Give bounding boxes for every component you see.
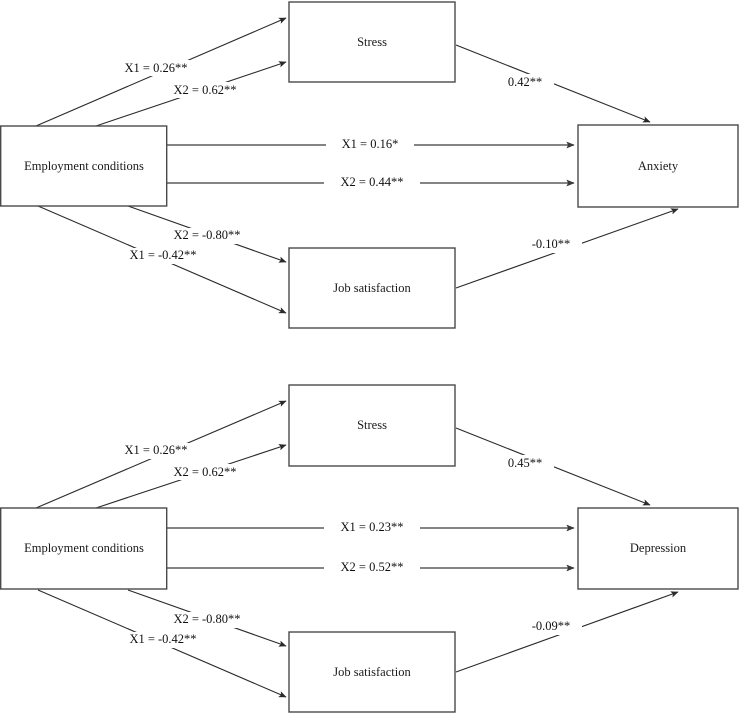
- plate-6: [153, 228, 261, 244]
- plate-1: [110, 60, 202, 76]
- edge-label-employment-to-anxiety-x1: X1 = 0.16*: [342, 137, 399, 151]
- edge-label-employment-to-depression-x2: X2 = 0.52**: [341, 560, 404, 574]
- box-depression: [577, 507, 739, 590]
- node-job-satisfaction-anxiety: Job satisfaction: [288, 247, 456, 329]
- box-stress: [288, 1, 456, 83]
- box-employment-conditions: [0, 125, 168, 207]
- plate-12: [324, 520, 420, 536]
- edge-labels-anxiety: X1 = 0.26** X2 = 0.62** 0.42** X1 = 0.16…: [110, 60, 582, 264]
- label-depression: Depression: [630, 541, 687, 555]
- label-job-satisfaction: Job satisfaction: [333, 281, 411, 295]
- edge-labels-depression: X1 = 0.26** X2 = 0.62** 0.45** X1 = 0.23…: [110, 443, 582, 648]
- node-job-satisfaction-depression: Job satisfaction: [288, 631, 456, 713]
- label-anxiety: Anxiety: [638, 159, 679, 173]
- edge-label-employment-to-stress-x1-2: X1 = 0.26**: [125, 443, 188, 457]
- plate-15: [110, 632, 216, 648]
- plate-4: [326, 137, 414, 153]
- edge-label-stress-to-anxiety: 0.42**: [508, 75, 542, 89]
- node-depression: Depression: [577, 507, 739, 590]
- edge-label-employment-to-jobsatisfaction-x1-2: X1 = -0.42**: [129, 632, 196, 646]
- panel-depression-model: Employment conditions Stress Job satisfa…: [0, 384, 739, 713]
- plate-9: [110, 443, 202, 459]
- plate-5: [324, 175, 420, 191]
- plate-16: [520, 619, 582, 635]
- box-job-satisfaction: [288, 247, 456, 329]
- plate-2: [157, 82, 253, 98]
- edge-label-employment-to-stress-x1: X1 = 0.26**: [125, 61, 188, 75]
- plate-8: [520, 237, 582, 253]
- plate-14: [153, 612, 261, 628]
- edge-label-employment-to-stress-x2-2: X2 = 0.62**: [174, 465, 237, 479]
- edge-label-employment-to-stress-x2: X2 = 0.62**: [174, 83, 237, 97]
- plate-10: [157, 464, 253, 480]
- node-stress-depression: Stress: [288, 384, 456, 467]
- plate-11: [496, 455, 554, 471]
- panel-anxiety-model: Employment conditions Stress Job satisfa…: [0, 1, 739, 329]
- node-stress-anxiety: Stress: [288, 1, 456, 83]
- label-stress-2: Stress: [357, 418, 387, 432]
- node-anxiety: Anxiety: [577, 124, 739, 208]
- edge-label-employment-to-anxiety-x2: X2 = 0.44**: [341, 175, 404, 189]
- edge-label-employment-to-depression-x1: X1 = 0.23**: [341, 520, 404, 534]
- label-job-satisfaction-2: Job satisfaction: [333, 665, 411, 679]
- box-employment-conditions-2: [0, 507, 168, 590]
- plate-3: [496, 74, 554, 90]
- edge-label-stress-to-depression: 0.45**: [508, 456, 542, 470]
- node-employment-conditions-depression: Employment conditions: [0, 507, 168, 590]
- label-stress: Stress: [357, 35, 387, 49]
- label-employment-conditions: Employment conditions: [24, 159, 144, 173]
- box-stress-2: [288, 384, 456, 467]
- plate-13: [324, 560, 420, 576]
- edge-label-employment-to-jobsatisfaction-x2: X2 = -0.80**: [173, 228, 240, 242]
- box-job-satisfaction-2: [288, 631, 456, 713]
- edge-label-employment-to-jobsatisfaction-x2-2: X2 = -0.80**: [173, 612, 240, 626]
- edge-label-jobsatisfaction-to-anxiety: -0.10**: [532, 237, 571, 251]
- box-anxiety: [577, 124, 739, 208]
- edge-label-employment-to-jobsatisfaction-x1: X1 = -0.42**: [129, 248, 196, 262]
- label-employment-conditions-2: Employment conditions: [24, 541, 144, 555]
- plate-7: [110, 248, 216, 264]
- edge-label-jobsatisfaction-to-depression: -0.09**: [532, 619, 571, 633]
- node-employment-conditions-anxiety: Employment conditions: [0, 125, 168, 207]
